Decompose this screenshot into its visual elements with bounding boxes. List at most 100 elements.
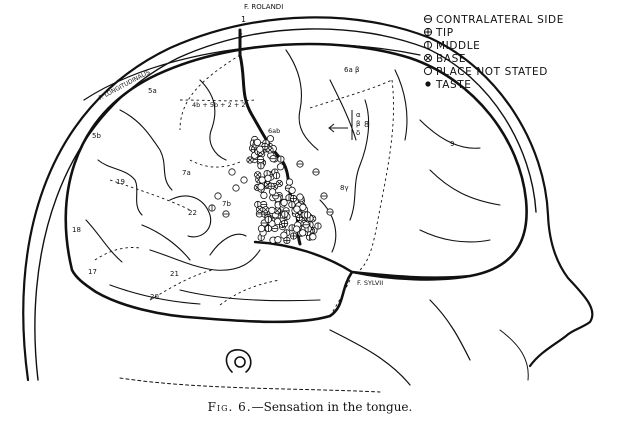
observation-point (299, 203, 307, 211)
label-area-21: 21 (170, 270, 179, 278)
label-area-7b: 7b (222, 200, 231, 208)
observation-point (289, 194, 298, 203)
label-area-8-delta: δ (356, 129, 360, 137)
observation-point (264, 215, 272, 224)
label-area-20: 20 (150, 293, 159, 301)
observation-point (288, 201, 296, 209)
observation-point (283, 236, 291, 244)
observation-point (275, 179, 283, 188)
label-f-longitudinalis: F. LONGITUDINALIS (98, 69, 152, 102)
area-boundaries (94, 54, 394, 317)
legend-label-place-not-stated: PLACE NOT STATED (436, 66, 548, 78)
label-area-8-alpha: α (356, 111, 361, 119)
place-not-stated-symbol-icon (423, 66, 433, 76)
observation-point (260, 191, 268, 199)
brain-sulci (85, 49, 501, 305)
label-area-8: 8 (364, 120, 369, 129)
observation-point (293, 225, 301, 233)
legend-label-taste: TASTE (435, 79, 472, 91)
observation-point (257, 183, 265, 191)
legend-item-taste: TASTE (425, 79, 471, 91)
base-symbol-icon (423, 53, 433, 63)
observation-point (264, 174, 272, 182)
label-marker-1: 1 (241, 15, 246, 24)
middle-symbol-icon (423, 40, 433, 50)
label-area-22: 22 (188, 209, 197, 217)
label-area-6ab: 6ab (268, 127, 280, 135)
tip-symbol-icon (423, 27, 433, 37)
observation-point (281, 210, 289, 218)
head-outline (22, 16, 594, 393)
label-area-8y: 8γ (340, 184, 349, 192)
label-marker-x: x (238, 31, 243, 40)
legend-item-middle: MIDDLE (423, 40, 480, 52)
observation-point (302, 221, 310, 229)
observation-point (240, 176, 248, 184)
observation-point (277, 155, 285, 163)
legend-item-base: BASE (423, 53, 466, 65)
observation-point (296, 160, 304, 168)
observation-point (257, 225, 266, 233)
observation-point (214, 192, 222, 200)
label-area-19: 19 (116, 178, 125, 186)
observation-point (257, 162, 265, 170)
label-area-4b-6: 4b + 5b + 2 + 2 (192, 101, 246, 109)
observation-point (268, 188, 277, 196)
observation-point (232, 184, 240, 192)
observation-point (256, 205, 264, 213)
observation-point (280, 231, 288, 239)
legend-item-place-not-stated: PLACE NOT STATED (423, 66, 548, 78)
legend: CONTRALATERAL SIDE TIP MIDDLE BASE PLACE… (423, 14, 564, 91)
label-area-6a-beta: 6a β (344, 66, 359, 74)
observation-point (280, 219, 289, 227)
figure-caption: Fig. 6.—Sensation in the tongue. (0, 400, 620, 414)
legend-label-base: BASE (436, 53, 466, 65)
observation-point (276, 163, 285, 171)
observation-points (208, 135, 334, 244)
observation-point (285, 178, 294, 186)
legend-item-contralateral: CONTRALATERAL SIDE (423, 14, 564, 26)
label-area-17: 17 (88, 268, 97, 276)
contralateral-side-symbol-icon (423, 14, 433, 24)
observation-point (272, 172, 281, 180)
observation-point (299, 229, 307, 237)
observation-point (309, 233, 317, 241)
observation-point (262, 206, 270, 214)
label-area-5b: 5b (92, 132, 101, 140)
observation-point (246, 156, 254, 164)
taste-symbol-icon (425, 81, 431, 87)
observation-point (312, 168, 320, 176)
observation-point (303, 211, 311, 219)
observation-point (208, 204, 216, 212)
caption-text: —Sensation in the tongue. (251, 400, 413, 414)
observation-point (280, 199, 288, 207)
label-area-5a: 5a (148, 87, 157, 95)
legend-label-middle: MIDDLE (436, 40, 480, 52)
observation-point (258, 176, 266, 184)
observation-point (293, 205, 301, 213)
observation-point (320, 192, 328, 200)
observation-point (256, 145, 264, 153)
legend-label-contralateral: CONTRALATERAL SIDE (436, 14, 564, 26)
label-area-9: 9 (450, 140, 454, 148)
observation-point (228, 168, 236, 176)
label-area-8-beta: β (356, 120, 360, 128)
observation-point (269, 155, 277, 163)
observation-point (326, 208, 334, 216)
observation-point (274, 236, 282, 244)
observation-point (266, 135, 274, 143)
observation-point (266, 146, 274, 154)
observation-point (296, 193, 304, 201)
observation-point (268, 206, 276, 214)
observation-point (289, 232, 298, 240)
legend-label-tip: TIP (435, 27, 454, 39)
observation-point (267, 182, 275, 190)
observation-point (254, 171, 262, 179)
area-8-arrow (328, 110, 353, 140)
observation-point (314, 222, 322, 230)
label-area-7a: 7a (182, 169, 191, 177)
legend-item-tip: TIP (423, 27, 454, 39)
label-f-rolandi: F. ROLANDI (244, 3, 283, 11)
observation-point (222, 210, 230, 218)
